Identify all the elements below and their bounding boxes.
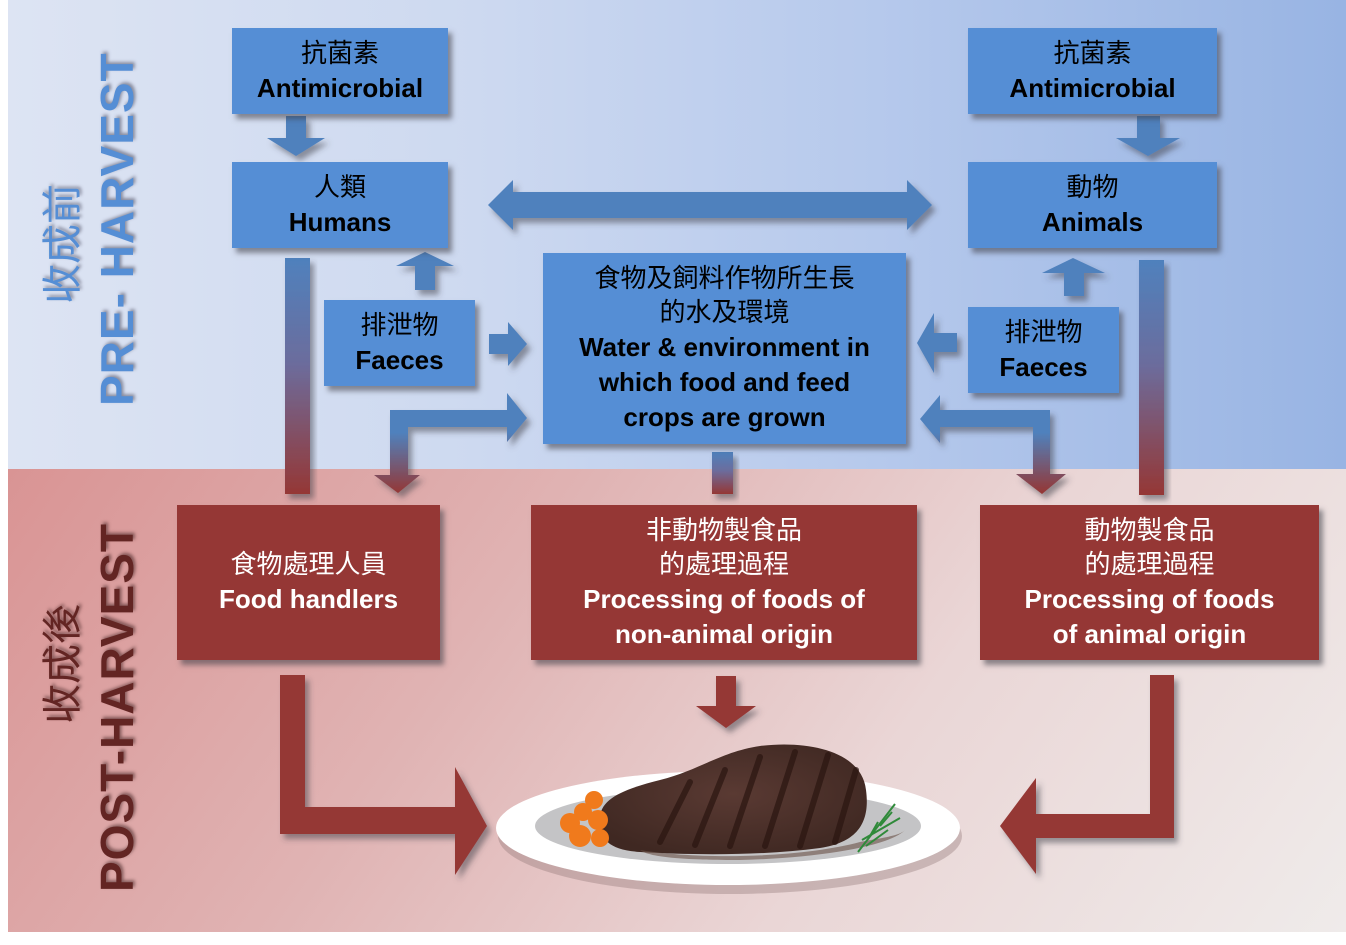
arrow-bent-environment-animal-processing [920, 395, 1066, 494]
arrow-environment-to-non-animal-processing [712, 452, 733, 494]
node-label-zh-line1: 食物及飼料作物所生長 [594, 264, 855, 294]
arrow-humans-to-food-handlers [285, 258, 310, 494]
node-label-zh-line1: 非動物製食品 [645, 515, 802, 546]
node-antimicrobial-humans[interactable]: 抗菌素 Antimicrobial [232, 28, 448, 114]
pre-harvest-label-en: PRE- HARVEST [91, 52, 143, 406]
grill-marks [657, 749, 859, 849]
node-faeces-humans[interactable]: 排泄物 Faeces [324, 300, 475, 386]
node-label-zh: 排泄物 [360, 310, 439, 341]
steak-sauce [640, 830, 905, 860]
arrow-faeces-left-to-environment [489, 322, 527, 366]
node-label-en: Animals [1041, 206, 1144, 237]
node-animal-processing[interactable]: 動物製食品 的處理過程 Processing of foods of anima… [980, 505, 1319, 660]
node-label-en-line1: Processing of foods of [583, 583, 865, 614]
node-faeces-animals[interactable]: 排泄物 Faeces [968, 307, 1119, 393]
arrow-faeces-to-animals [1042, 258, 1105, 296]
node-label-zh: 抗菌素 [300, 38, 379, 69]
node-label-en-line2: non-animal origin [614, 618, 834, 649]
herb-garnish [857, 803, 901, 853]
node-label-zh: 動物 [1066, 172, 1119, 203]
arrow-food-handlers-to-plate [280, 675, 487, 875]
node-label-en: Faeces [355, 344, 444, 375]
node-label-en: Humans [288, 206, 392, 237]
arrow-faeces-to-humans [396, 252, 454, 290]
node-label-zh: 人類 [313, 172, 366, 203]
node-label-zh-line1: 動物製食品 [1084, 515, 1215, 546]
node-humans[interactable]: 人類 Humans [232, 162, 448, 248]
node-label-zh-line2: 的處理過程 [1084, 549, 1215, 580]
node-food-handlers[interactable]: 食物處理人員 Food handlers [177, 505, 440, 660]
orange-garnish [560, 791, 609, 847]
node-label-en-line1: Processing of foods [1024, 583, 1275, 614]
node-label-en-line1: Water & environment in [579, 332, 870, 362]
node-animals[interactable]: 動物 Animals [968, 162, 1217, 248]
node-label-en: Food handlers [218, 584, 399, 614]
node-antimicrobial-animals[interactable]: 抗菌素 Antimicrobial [968, 28, 1217, 114]
arrow-animal-processing-to-plate [1000, 675, 1174, 874]
node-label-en-line3: crops are grown [623, 402, 826, 432]
node-label-en-line2: which food and feed [598, 367, 851, 397]
post-harvest-label-en: POST-HARVEST [91, 523, 143, 892]
node-non-animal-processing[interactable]: 非動物製食品 的處理過程 Processing of foods of non-… [531, 505, 917, 660]
node-label-en: Faeces [999, 351, 1088, 382]
node-label-zh: 食物處理人員 [230, 550, 387, 580]
node-environment[interactable]: 食物及飼料作物所生長 的水及環境 Water & environment in … [543, 253, 906, 444]
node-label-zh: 抗菌素 [1053, 38, 1132, 69]
node-label-zh-line2: 的處理過程 [658, 549, 789, 580]
arrow-antimicrobial-to-animals [1116, 116, 1180, 156]
node-label-en: Antimicrobial [1009, 72, 1176, 103]
arrow-animals-to-animal-processing [1139, 260, 1164, 495]
arrow-faeces-right-to-environment [917, 313, 957, 373]
arrow-antimicrobial-to-humans [267, 116, 325, 156]
arrow-bent-environment-food-handlers [374, 393, 527, 493]
node-label-zh: 排泄物 [1004, 317, 1083, 348]
node-label-en-line2: of animal origin [1052, 618, 1247, 649]
arrow-humans-animals-bidirectional [488, 180, 932, 230]
node-label-zh-line2: 的水及環境 [659, 298, 790, 328]
post-harvest-label-zh: 收成後 [40, 604, 86, 724]
steak-plate-illustration [496, 744, 962, 894]
node-label-en: Antimicrobial [256, 72, 424, 103]
arrow-non-animal-processing-to-plate [696, 676, 756, 728]
pre-harvest-label-zh: 收成前 [40, 184, 86, 304]
